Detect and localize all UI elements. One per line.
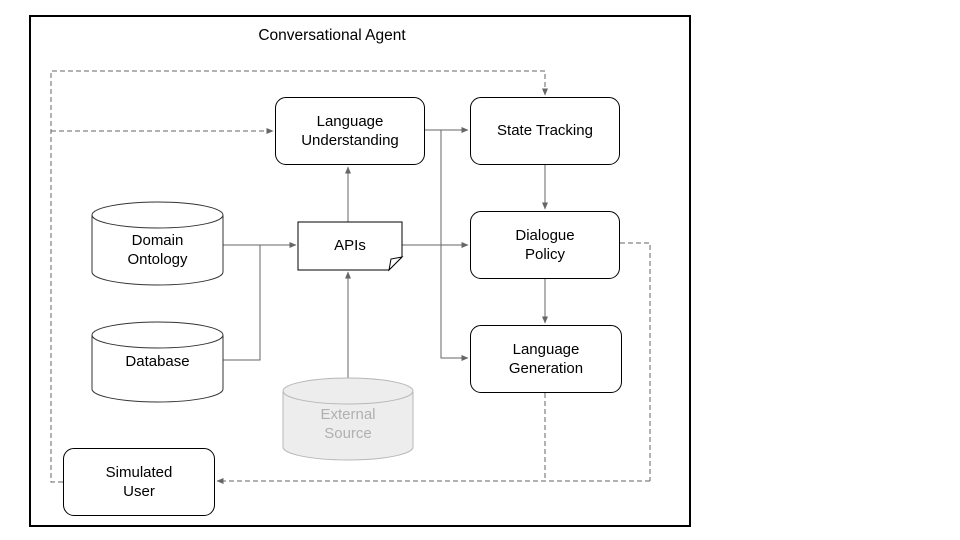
node-dialogue-policy-label: Dialogue Policy bbox=[515, 226, 575, 264]
node-simulated-user-label: Simulated User bbox=[105, 463, 173, 501]
diagram-title: Conversational Agent bbox=[258, 27, 406, 44]
node-language-generation-label: Language Generation bbox=[508, 340, 584, 378]
node-language-generation: Language Generation bbox=[470, 325, 622, 393]
edge-dialogue-policy-to-simulated-user bbox=[620, 242, 651, 481]
database-cylinder bbox=[91, 321, 224, 403]
edge-database-to-apis bbox=[223, 245, 261, 361]
external-source-cylinder bbox=[282, 377, 414, 461]
node-state-tracking-label: State Tracking bbox=[497, 122, 593, 140]
node-language-understanding: Language Understanding bbox=[275, 97, 425, 165]
node-state-tracking: State Tracking bbox=[470, 97, 620, 165]
node-simulated-user: Simulated User bbox=[63, 448, 215, 516]
domain-ontology-cylinder bbox=[91, 201, 224, 286]
node-language-understanding-label: Language Understanding bbox=[301, 112, 399, 150]
edge-simulated-user-to-state-tracking bbox=[50, 70, 548, 483]
apis-document bbox=[297, 221, 404, 272]
edge-language-understanding-to-language-generation bbox=[440, 130, 469, 361]
node-dialogue-policy: Dialogue Policy bbox=[470, 211, 620, 279]
diagram-frame bbox=[29, 15, 691, 527]
